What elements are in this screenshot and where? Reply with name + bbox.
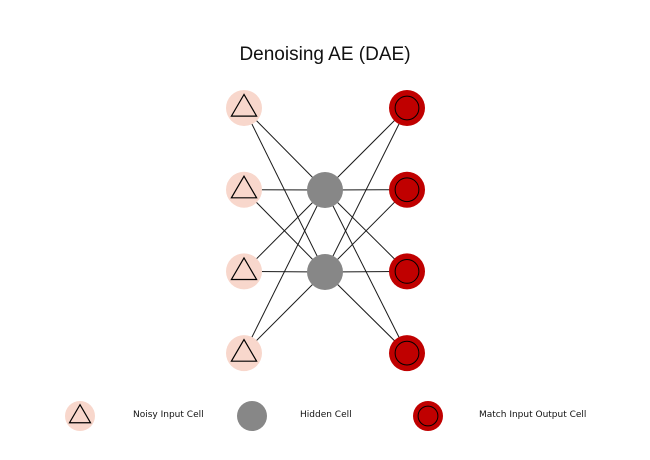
input-node-2 [226, 171, 262, 208]
diagram-title: Denoising AE (DAE) [239, 44, 411, 65]
output-node-4 [389, 335, 425, 372]
edge-hidden-2-to-output-4 [324, 271, 408, 354]
legend-label-noisy-input: Noisy Input Cell [133, 410, 204, 420]
legend-icon-hidden-cell [237, 401, 267, 431]
legend-icons [65, 401, 443, 431]
legend-icon-match-input-output-cell [413, 401, 443, 431]
hidden-cell-circle [237, 401, 267, 431]
output-node-3 [389, 253, 425, 290]
edge-hidden-2-to-output-2 [324, 189, 408, 273]
output-cell-circle [389, 90, 425, 126]
hidden-cell-circle [307, 254, 343, 290]
input-cell-circle [226, 171, 262, 208]
input-node-4 [226, 335, 262, 372]
output-node-1 [389, 90, 425, 126]
edge-input-4-to-hidden-1 [243, 189, 326, 354]
inner-ring-icon [417, 405, 439, 427]
inner-ring-icon [394, 177, 420, 203]
inner-ring-icon [394, 95, 420, 121]
nodes-group [226, 90, 425, 372]
edge-input-3-to-hidden-1 [243, 189, 326, 272]
hidden-cell-circle [307, 172, 343, 208]
input-cell-circle [226, 335, 262, 372]
output-cell-circle [389, 253, 425, 290]
legend-label-output: Match Input Output Cell [479, 410, 587, 420]
edge-input-4-to-hidden-2 [243, 271, 326, 354]
output-cell-circle [389, 171, 425, 208]
legend-icon-noisy-input-cell [65, 401, 95, 431]
input-cell-circle [226, 90, 262, 126]
triangle-icon [230, 338, 258, 362]
edge-hidden-2-to-output-1 [324, 107, 408, 273]
input-node-1 [226, 90, 262, 126]
edge-hidden-1-to-output-1 [324, 107, 408, 191]
input-cell-circle [226, 253, 262, 290]
output-cell-circle [389, 335, 425, 372]
triangle-icon [68, 403, 92, 424]
hidden-node-1 [307, 172, 343, 208]
inner-ring-icon [394, 259, 420, 284]
hidden-node-2 [307, 254, 343, 290]
input-cell-circle [65, 401, 95, 431]
legend-label-hidden: Hidden Cell [300, 410, 352, 420]
input-node-3 [226, 253, 262, 290]
edges-group [243, 107, 408, 354]
output-node-2 [389, 171, 425, 208]
triangle-icon [230, 175, 258, 199]
triangle-icon [230, 256, 258, 281]
inner-ring-icon [394, 340, 420, 366]
triangle-icon [230, 93, 258, 117]
output-cell-circle [413, 401, 443, 431]
edge-input-1-to-hidden-1 [243, 107, 326, 191]
